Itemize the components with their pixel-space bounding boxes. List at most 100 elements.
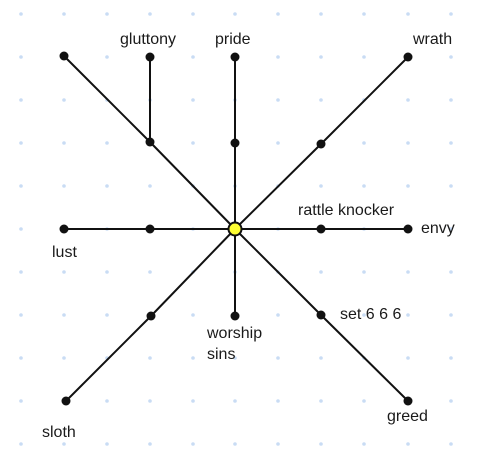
grid-dot — [449, 12, 453, 16]
node-lust[interactable] — [59, 224, 69, 234]
grid-dot — [276, 141, 280, 145]
grid-dot — [19, 141, 23, 145]
label-worship: worship — [206, 325, 262, 342]
label-gluttony: gluttony — [120, 31, 176, 48]
grid-dot — [191, 12, 195, 16]
node-left-mid[interactable] — [145, 224, 155, 234]
grid-dot — [449, 356, 453, 360]
grid-dot — [276, 442, 280, 446]
label-set666: set 6 6 6 — [340, 306, 401, 323]
node-rattle-knocker[interactable] — [316, 224, 326, 234]
grid-dot — [406, 356, 410, 360]
grid-dot — [319, 399, 323, 403]
grid-dot — [449, 399, 453, 403]
edge-lower-right-greed — [320, 314, 409, 402]
grid-dot — [191, 98, 195, 102]
node-top-left[interactable] — [59, 51, 69, 61]
node-greed[interactable] — [403, 396, 413, 406]
grid-dot — [276, 313, 280, 317]
node-pride-mid[interactable] — [230, 138, 240, 148]
node-wrath[interactable] — [403, 52, 413, 62]
grid-dot — [406, 313, 410, 317]
grid-dot — [148, 356, 152, 360]
grid-dot — [319, 98, 323, 102]
grid-dot — [362, 141, 366, 145]
grid-dot — [105, 399, 109, 403]
grid-dot — [62, 184, 66, 188]
grid-dot — [362, 399, 366, 403]
grid-dot — [319, 12, 323, 16]
grid-dot — [362, 270, 366, 274]
label-greed: greed — [387, 408, 428, 425]
grid-dot — [362, 12, 366, 16]
grid-dot — [19, 270, 23, 274]
edge-center-upper-right — [234, 143, 322, 230]
grid-dot — [406, 12, 410, 16]
grid-dot — [233, 356, 237, 360]
node-pride[interactable] — [230, 52, 240, 62]
grid-dot — [148, 399, 152, 403]
grid-dot — [449, 98, 453, 102]
grid-dot — [191, 141, 195, 145]
grid-dot — [62, 141, 66, 145]
grid-dot — [276, 399, 280, 403]
label-wrath: wrath — [412, 31, 452, 48]
edge-upper-left-top-left — [63, 55, 151, 143]
grid-dot — [105, 184, 109, 188]
grid-dot — [406, 98, 410, 102]
grid-dot — [19, 227, 23, 231]
grid-dot — [449, 442, 453, 446]
grid-dot — [276, 98, 280, 102]
node-envy[interactable] — [403, 224, 413, 234]
grid-dot — [449, 141, 453, 145]
node-lower-left[interactable] — [146, 311, 156, 321]
grid-dot — [191, 313, 195, 317]
label-rattle-knocker: rattle knocker — [298, 202, 395, 219]
edge-lower-left-sloth — [65, 315, 152, 402]
center-node[interactable] — [227, 221, 243, 237]
grid-dot — [62, 98, 66, 102]
grid-dot — [276, 55, 280, 59]
grid-dot — [148, 12, 152, 16]
grid-dot — [449, 55, 453, 59]
grid-dot — [19, 313, 23, 317]
grid-dot — [362, 55, 366, 59]
node-gluttony[interactable] — [145, 52, 155, 62]
grid-dot — [148, 184, 152, 188]
node-sloth[interactable] — [61, 396, 71, 406]
labels: gluttony pride wrath rattle knocker envy… — [42, 31, 455, 441]
grid-dot — [319, 55, 323, 59]
grid-dot — [19, 356, 23, 360]
label-worship-sins: sins — [207, 346, 235, 363]
node-upper-left[interactable] — [145, 137, 155, 147]
grid-dot — [105, 442, 109, 446]
node-set666[interactable] — [316, 310, 326, 320]
nodes — [59, 51, 413, 406]
grid-dot — [449, 270, 453, 274]
grid-dot — [233, 12, 237, 16]
edge-center-lower-right — [234, 228, 322, 316]
grid-dot — [148, 270, 152, 274]
edges — [63, 55, 409, 402]
edge-center-upper-left — [149, 141, 236, 230]
grid-dot — [191, 399, 195, 403]
grid-dot — [62, 356, 66, 360]
node-upper-right[interactable] — [316, 139, 326, 149]
node-worship[interactable] — [230, 311, 240, 321]
grid-dot — [276, 356, 280, 360]
grid-dot — [191, 442, 195, 446]
grid-dot — [105, 313, 109, 317]
edge-center-lower-left — [150, 228, 236, 317]
grid-dot — [148, 442, 152, 446]
grid-dot — [62, 12, 66, 16]
grid-dot — [406, 270, 410, 274]
grid-dot — [362, 442, 366, 446]
grid-dot — [449, 313, 453, 317]
grid-dot — [191, 356, 195, 360]
grid-dot — [362, 313, 366, 317]
grid-dot — [319, 184, 323, 188]
grid-dot — [62, 442, 66, 446]
grid-dot — [233, 442, 237, 446]
